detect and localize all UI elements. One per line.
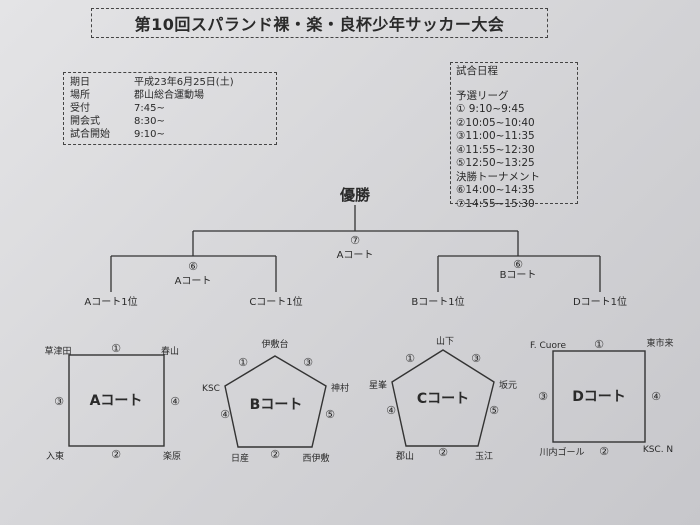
info-label: 開会式 — [70, 116, 100, 127]
court-d-match: ④ — [651, 390, 661, 403]
court-d-match: ③ — [538, 390, 548, 403]
tournament-title-text: 第10回スパランド裸・楽・良杯少年サッカー大会 — [134, 15, 505, 34]
bracket-lines — [110, 205, 601, 292]
info-row-date: 期日 平成23年6月25日(土) — [70, 76, 270, 89]
event-info-box: 期日 平成23年6月25日(土) 場所 郡山総合運動場 受付 7:45~ 開会式… — [63, 72, 277, 145]
court-d-name: Dコート — [572, 389, 626, 405]
court-d-team: 東市来 — [646, 337, 673, 349]
court-b-team: 神村 — [331, 382, 349, 394]
court-a-team: 入東 — [46, 450, 64, 462]
final-tournament-label: 決勝トーナメント — [456, 170, 540, 183]
match-schedule-box: 試合日程 予選リーグ ① 9:10~9:45 ②10:05~10:40 ③11:… — [450, 62, 578, 210]
court-b-match: ① — [238, 356, 248, 369]
court-b-group: Bコート 伊敷台 KSC 神村 日産 西伊敷 ① ③ ④ ⑤ ② — [202, 338, 349, 464]
court-a-match: ④ — [170, 395, 180, 408]
court-c-match: ③ — [471, 352, 481, 365]
court-c-team: 玉江 — [475, 451, 493, 462]
info-row-kickoff: 試合開始 9:10~ — [70, 128, 270, 141]
info-value: 9:10~ — [134, 129, 165, 140]
court-a-match: ① — [111, 342, 121, 355]
schedule-item: ⑥14:00~14:35 — [456, 184, 535, 196]
court-d-team: F. Cuore — [530, 341, 566, 351]
court-c-match: ② — [438, 446, 448, 459]
court-c-team: 星峯 — [369, 380, 387, 391]
court-b-team: 西伊敷 — [302, 452, 329, 464]
court-b-match: ② — [270, 448, 280, 461]
info-row-reception: 受付 7:45~ — [70, 102, 270, 115]
court-a-match: ② — [111, 448, 121, 461]
entrant-c-first: Cコート1位 — [249, 295, 302, 308]
court-d-square — [552, 350, 646, 443]
info-label: 試合開始 — [70, 129, 110, 140]
court-b-team: KSC — [202, 384, 220, 394]
court-d-group: Dコート F. Cuore 東市来 川内ゴール KSC. N ① ② ③ ④ — [530, 337, 674, 458]
court-a-name: Aコート — [90, 393, 143, 409]
schedule-item: ⑦14:55~15:30 — [456, 197, 535, 210]
schedule-item: ③11:00~11:35 — [456, 130, 535, 142]
court-c-team: 郡山 — [396, 451, 414, 462]
info-row-place: 場所 郡山総合運動場 — [70, 89, 270, 102]
court-d-match: ② — [599, 445, 609, 458]
schedule-title: 試合日程 — [456, 65, 498, 77]
court-b-name: Bコート — [250, 397, 303, 413]
schedule-item: ②10:05~10:40 — [456, 116, 535, 129]
court-a-group: Aコート 草津田 春山 入東 楽原 ① ② ③ ④ — [44, 342, 181, 462]
semi-left-number: ⑥ — [188, 260, 198, 273]
court-a-team: 楽原 — [163, 450, 181, 462]
final-match-court: Aコート — [337, 250, 374, 261]
court-b-match: ④ — [220, 408, 230, 421]
court-b-pentagon — [224, 355, 327, 448]
court-d-match: ① — [594, 338, 604, 351]
info-value: 8:30~ — [134, 116, 165, 127]
entrant-d-first: Dコート1位 — [573, 295, 627, 308]
schedule-item: ① 9:10~9:45 — [456, 103, 525, 115]
semi-right-number: ⑥ — [513, 258, 523, 271]
semi-left-court: Aコート — [175, 276, 212, 287]
schedule-item: ⑤12:50~13:25 — [456, 157, 535, 169]
court-b-match: ③ — [303, 356, 313, 369]
court-d-team: KSC. N — [643, 445, 673, 455]
court-a-match: ③ — [54, 395, 64, 408]
court-b-team: 伊敷台 — [261, 338, 288, 350]
info-value: 7:45~ — [134, 103, 165, 114]
court-d-team: 川内ゴール — [539, 446, 584, 458]
court-c-match: ④ — [386, 404, 396, 417]
court-c-pentagon — [391, 349, 495, 447]
court-b-match: ⑤ — [325, 408, 335, 421]
court-a-square — [68, 354, 165, 447]
info-value: 平成23年6月25日(土) — [134, 77, 234, 88]
court-c-group: Cコート 山下 星峯 坂元 郡山 玉江 ① ③ ④ ⑤ ② — [369, 336, 517, 462]
info-label: 受付 — [70, 103, 90, 114]
champion-label: 優勝 — [339, 186, 371, 204]
court-c-team: 坂元 — [499, 380, 517, 391]
entrant-b-first: Bコート1位 — [411, 295, 464, 308]
info-row-opening: 開会式 8:30~ — [70, 115, 270, 128]
court-b-team: 日産 — [231, 452, 249, 464]
info-label: 期日 — [70, 77, 90, 88]
league-label: 予選リーグ — [456, 89, 509, 102]
court-a-team: 草津田 — [44, 345, 71, 357]
court-a-team: 春山 — [161, 345, 179, 357]
info-value: 郡山総合運動場 — [134, 90, 204, 101]
semi-right-court: Bコート — [500, 270, 537, 281]
tournament-title: 第10回スパランド裸・楽・良杯少年サッカー大会 — [91, 8, 548, 38]
info-label: 場所 — [70, 90, 90, 101]
court-c-match: ⑤ — [489, 404, 499, 417]
court-c-team: 山下 — [436, 336, 454, 347]
court-c-name: Cコート — [417, 391, 469, 407]
court-c-match: ① — [405, 352, 415, 365]
entrant-a-first: Aコート1位 — [84, 295, 137, 308]
final-match-number: ⑦ — [350, 234, 360, 247]
schedule-item: ④11:55~12:30 — [456, 143, 535, 156]
